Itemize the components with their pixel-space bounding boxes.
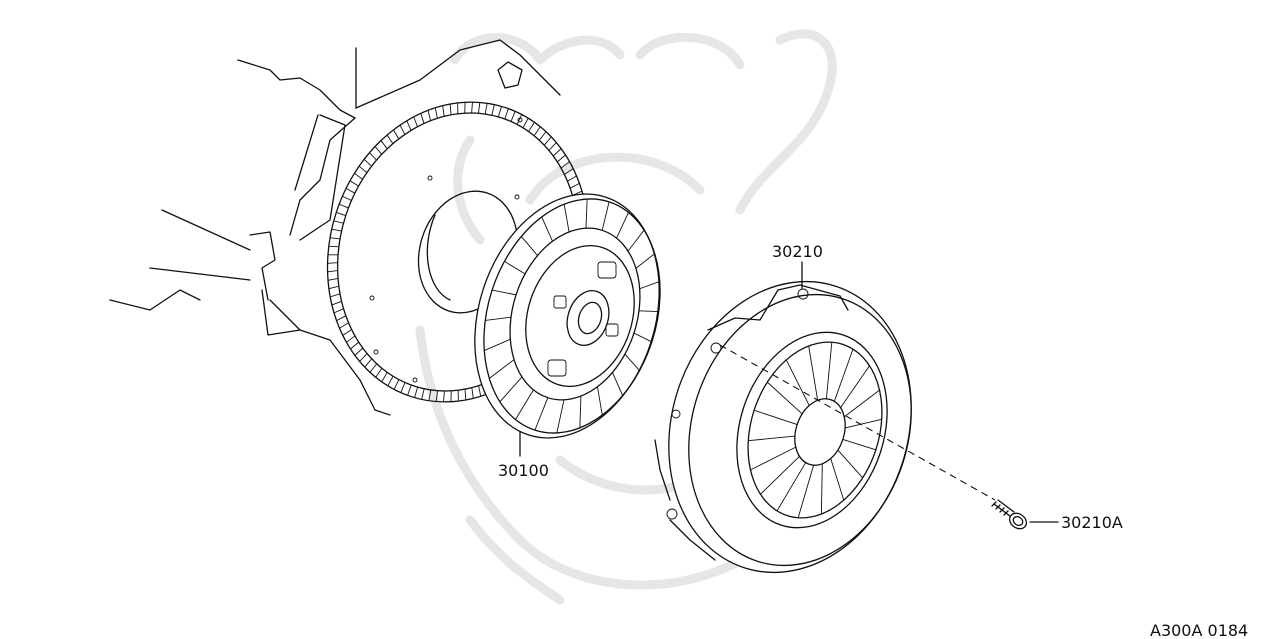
label-30210A: 30210A	[1061, 513, 1123, 532]
label-30100: 30100	[498, 461, 549, 480]
clutch-disc	[474, 193, 661, 439]
flywheel-bolt-holes	[369, 117, 523, 383]
diagram-code: A300A 0184	[1150, 621, 1248, 639]
leader-lines	[519, 261, 1059, 523]
clutch-cover	[654, 280, 912, 574]
alignment-axis	[719, 344, 996, 501]
cover-bolt	[991, 499, 1028, 530]
friction-segments	[484, 199, 660, 434]
label-30210: 30210	[772, 242, 823, 261]
engine-block	[109, 39, 561, 416]
diaphragm-spring-fingers	[748, 342, 882, 518]
